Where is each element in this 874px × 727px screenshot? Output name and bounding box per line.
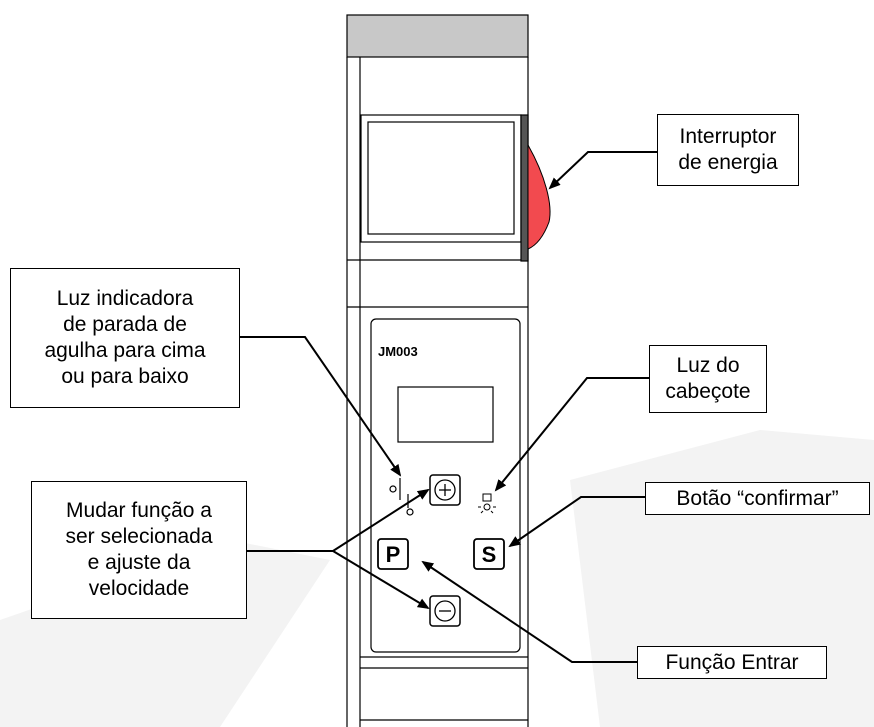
leader-lines bbox=[240, 151, 657, 663]
s-button[interactable]: S bbox=[473, 538, 505, 570]
display-window bbox=[397, 386, 494, 443]
plus-button[interactable] bbox=[429, 474, 461, 506]
callout-confirm-line-1: Botão “confirmar” bbox=[676, 486, 839, 510]
leader-change-minus bbox=[332, 550, 430, 610]
control-box-housing bbox=[346, 14, 529, 727]
callout-power-switch-line-2: de energia bbox=[678, 151, 778, 174]
power-switch[interactable] bbox=[527, 143, 551, 250]
callout-head-light: Luz do cabeçote bbox=[649, 345, 767, 413]
leader-enter bbox=[421, 560, 637, 663]
callout-needle-line-4: ou para baixo bbox=[61, 365, 189, 388]
callout-needle-line-3: agulha para cima bbox=[44, 339, 206, 362]
p-button-label: P bbox=[386, 542, 401, 567]
s-button-label: S bbox=[482, 542, 497, 567]
model-label: JM003 bbox=[378, 344, 418, 359]
switch-strip bbox=[520, 114, 529, 262]
p-button[interactable]: P bbox=[377, 538, 409, 570]
callout-head-light-line-2: cabeçote bbox=[665, 380, 751, 403]
callout-needle-line-1: Luz indicadora bbox=[56, 287, 194, 310]
callout-change-line-1: Mudar função a bbox=[66, 499, 212, 522]
callout-change-line-3: e ajuste da bbox=[87, 551, 191, 574]
callout-needle-line-2: de parada de bbox=[63, 313, 187, 336]
leader-needle-light bbox=[240, 336, 402, 477]
control-panel bbox=[370, 318, 521, 653]
plus-icon bbox=[434, 479, 456, 501]
top-cap bbox=[346, 14, 529, 58]
leader-power-switch bbox=[548, 151, 657, 190]
head-light-icon bbox=[478, 493, 496, 514]
callout-confirm-button: Botão “confirmar” bbox=[645, 482, 870, 515]
callout-power-switch-line-1: Interruptor bbox=[679, 125, 777, 148]
callout-change-function: Mudar função a ser selecionada e ajuste … bbox=[31, 481, 247, 619]
callout-head-light-line-1: Luz do bbox=[676, 354, 740, 377]
callout-change-line-4: velocidade bbox=[88, 577, 190, 600]
needle-indicator-icon bbox=[389, 478, 414, 516]
leader-confirm bbox=[508, 496, 645, 548]
callout-power-switch: Interruptor de energia bbox=[657, 114, 799, 186]
callout-change-line-2: ser selecionada bbox=[65, 525, 213, 548]
leader-head-light bbox=[494, 377, 649, 492]
callout-enter-line-1: Função Entrar bbox=[665, 650, 799, 674]
minus-icon bbox=[434, 600, 456, 622]
callout-enter-function: Função Entrar bbox=[637, 646, 827, 679]
upper-window-outer bbox=[360, 114, 522, 243]
minus-button[interactable] bbox=[429, 595, 461, 627]
callout-needle-stop-light: Luz indicadora de parada de agulha para … bbox=[10, 268, 240, 408]
upper-window-inner bbox=[367, 121, 515, 235]
